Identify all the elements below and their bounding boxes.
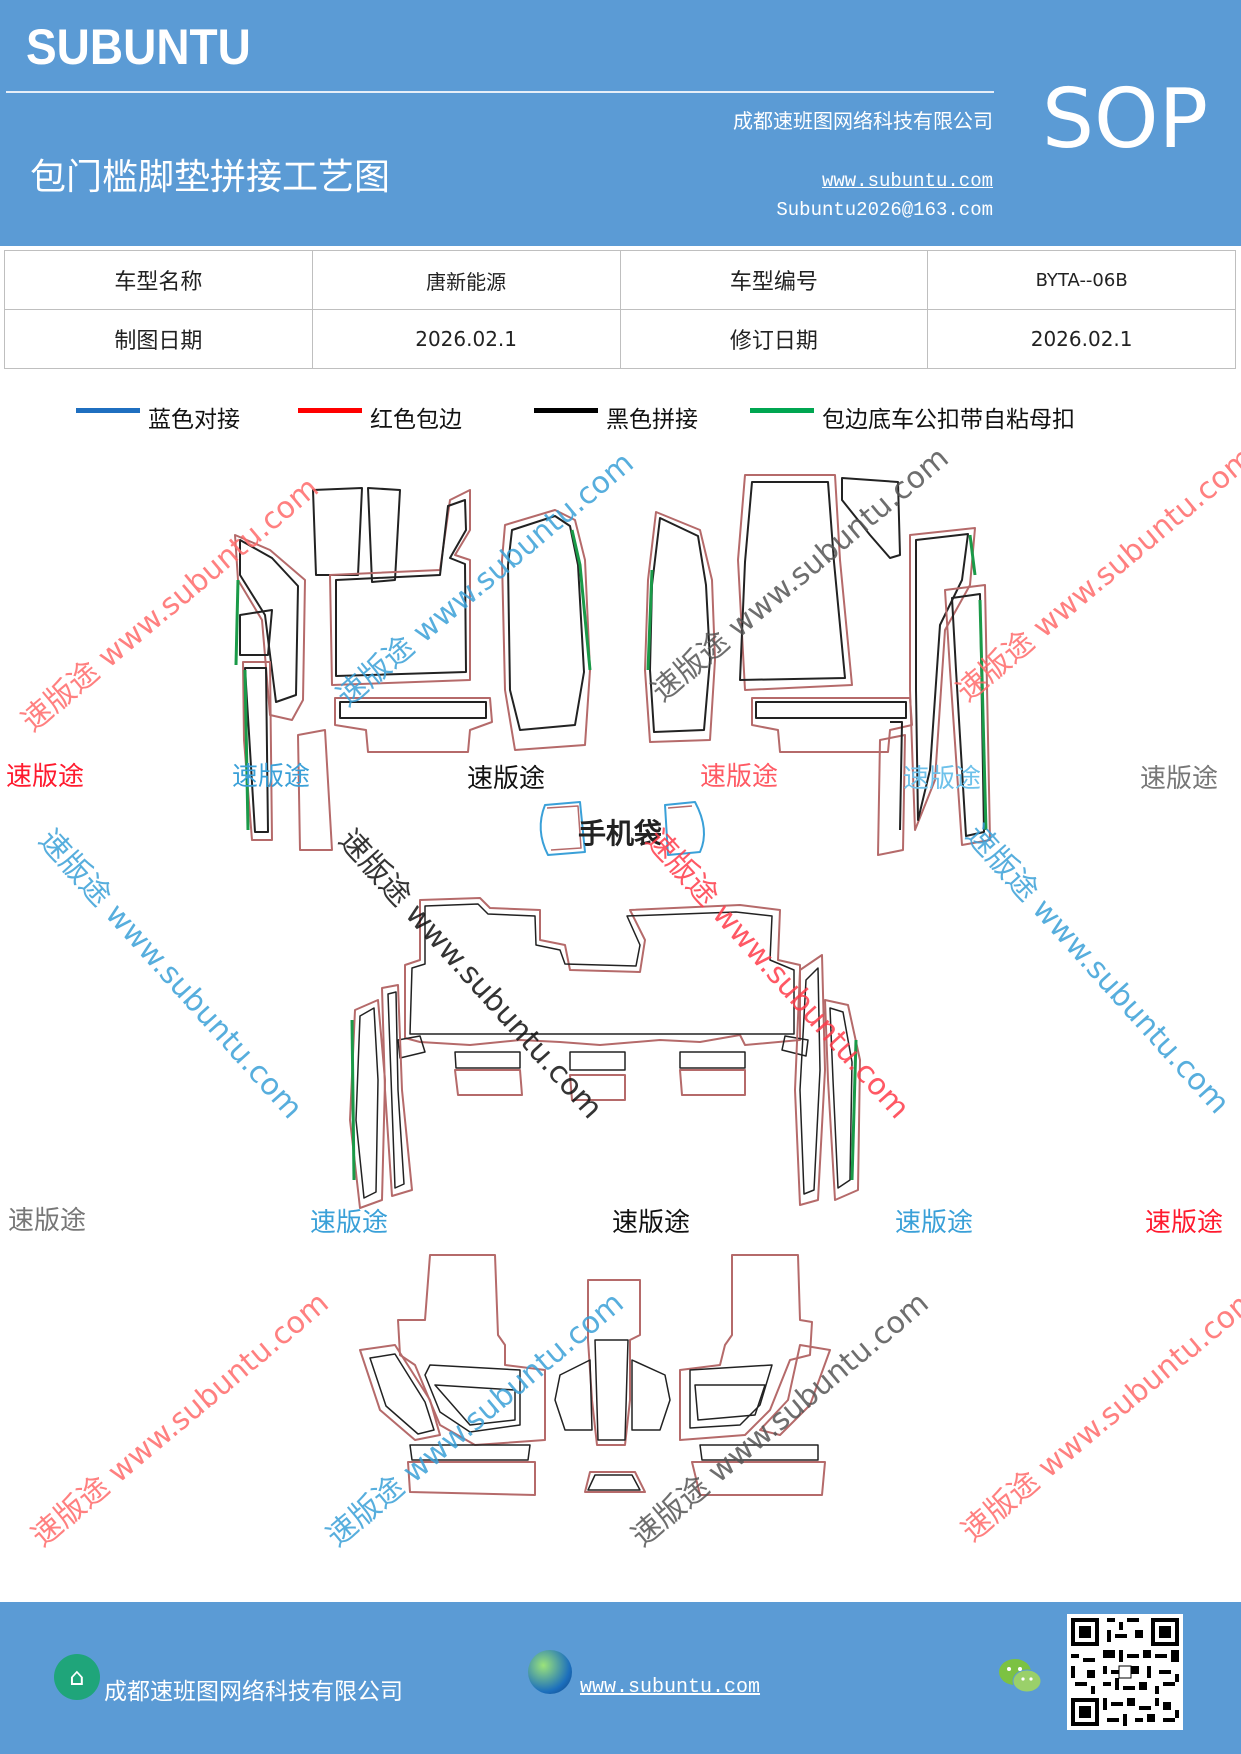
model-name-value: 唐新能源 (311, 250, 621, 310)
footer-company-name: 成都速班图网络科技有限公司 (104, 1679, 403, 1705)
mat-pieces-svg: 手机袋 (234, 474, 991, 1496)
draw-date-value: 2026.02.1 (311, 309, 621, 369)
phone-bag-group: 手机袋 (539, 801, 705, 856)
watermark-text: 速版途 (895, 1208, 974, 1238)
legend-label: 黑色拼接 (606, 407, 698, 433)
footer-banner: ⌂ 成都速班图网络科技有限公司 www.subuntu.com (0, 1602, 1241, 1754)
watermark-text: 速版途 (8, 1206, 87, 1236)
legend-swatch (534, 407, 598, 413)
legend-label: 包边底车公扣带自粘母扣 (822, 407, 1075, 433)
legend-swatch (750, 407, 814, 413)
legend-label: 蓝色对接 (148, 407, 240, 433)
revise-date-label: 修订日期 (619, 309, 929, 369)
email-address: Subuntu2026@163.com (776, 199, 993, 221)
revise-date-value: 2026.02.1 (927, 309, 1236, 369)
front-right-mat-group (644, 474, 991, 856)
globe-icon (528, 1650, 572, 1694)
sop-badge: SOP (1042, 72, 1209, 167)
header-banner: SUBUNTU 成都速班图网络科技有限公司 包门槛脚垫拼接工艺图 www.sub… (0, 0, 1241, 246)
watermark-text: 速版途 (1145, 1208, 1224, 1238)
website-link[interactable]: www.subuntu.com (821, 170, 993, 192)
qr-code[interactable] (1067, 1614, 1183, 1730)
watermark-text: 速版途 (1140, 764, 1219, 794)
watermark-text: 速版途 (903, 764, 982, 794)
model-code-value: BYTA--06B (927, 250, 1236, 310)
home-icon: ⌂ (54, 1654, 100, 1700)
legend-item-black: 黑色拼接 (534, 400, 698, 434)
company-name: 成都速班图网络科技有限公司 (733, 109, 993, 133)
rear-row-mat-group (359, 1254, 831, 1496)
watermark-text: 速版途 (232, 762, 311, 792)
watermark-text: 速版途 (612, 1208, 691, 1238)
footer-website-link[interactable]: www.subuntu.com (580, 1676, 761, 1699)
front-left-mat-group (234, 487, 592, 851)
info-table: 车型名称 唐新能源 车型编号 BYTA--06B 制图日期 2026.02.1 … (4, 250, 1236, 369)
watermark-text: 速版途 (467, 764, 546, 794)
brand-logo: SUBUNTU (26, 19, 251, 75)
middle-row-mat-group (349, 897, 861, 1209)
color-legend: 蓝色对接 红色包边 黑色拼接 包边底车公扣带自粘母扣 (0, 400, 1241, 440)
header-divider (6, 91, 994, 93)
watermark-text: 速版途 (6, 762, 85, 792)
document-title: 包门槛脚垫拼接工艺图 (30, 157, 391, 198)
table-row: 车型名称 唐新能源 车型编号 BYTA--06B (4, 250, 1236, 310)
legend-swatch (76, 407, 140, 413)
mat-drawing-area: 手机袋 (0, 440, 1241, 1600)
wechat-icon (999, 1659, 1042, 1693)
draw-date-label: 制图日期 (4, 309, 313, 369)
legend-item-red: 红色包边 (298, 400, 462, 434)
phone-bag-label: 手机袋 (578, 817, 663, 850)
legend-item-blue: 蓝色对接 (76, 400, 240, 434)
legend-item-green: 包边底车公扣带自粘母扣 (750, 400, 1075, 434)
legend-label: 红色包边 (370, 407, 462, 433)
table-row: 制图日期 2026.02.1 修订日期 2026.02.1 (4, 309, 1236, 369)
watermark-text: 速版途 (700, 762, 779, 792)
model-name-label: 车型名称 (4, 250, 313, 310)
model-code-label: 车型编号 (619, 250, 929, 310)
watermark-text: 速版途 (310, 1208, 389, 1238)
legend-swatch (298, 407, 362, 413)
